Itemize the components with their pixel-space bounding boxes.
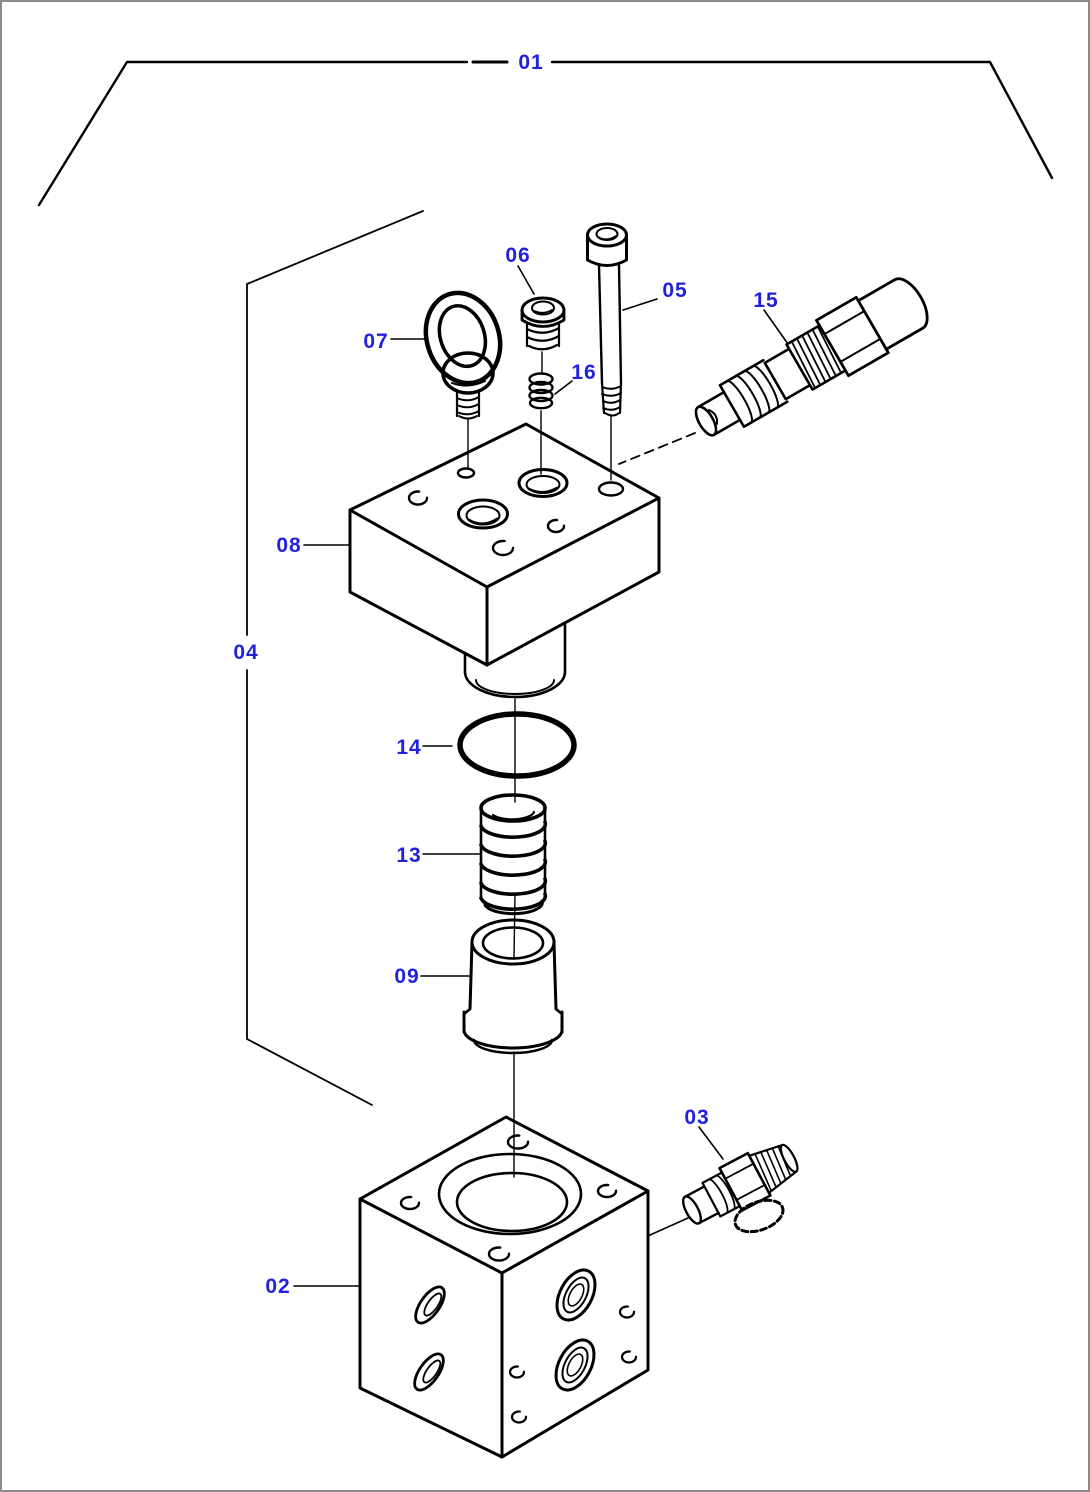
part-13-spring	[479, 793, 548, 960]
leader-lines	[293, 265, 789, 1287]
leader-16	[554, 380, 573, 395]
callout-05[interactable]: 05	[662, 279, 687, 302]
lock-washer	[733, 1198, 785, 1234]
callout-09[interactable]: 09	[394, 965, 419, 988]
callout-07[interactable]: 07	[363, 330, 388, 353]
part-02-valve-block	[358, 1115, 650, 1459]
assembly-axis-dashed-15	[618, 432, 696, 465]
callout-01[interactable]: 01	[518, 51, 543, 74]
sub-assembly-bracket-04	[246, 210, 424, 1106]
leader-05	[622, 298, 658, 311]
callout-16[interactable]: 16	[571, 361, 596, 384]
leader-03	[698, 1126, 724, 1160]
centerline-13	[513, 892, 516, 960]
part-07-eye-bolt	[423, 290, 503, 469]
leader-06	[517, 265, 535, 295]
callout-06[interactable]: 06	[505, 244, 530, 267]
part-05-bolt	[586, 222, 628, 481]
threaded-port-2	[457, 498, 509, 530]
leader-15	[763, 309, 789, 345]
part-14-o-ring	[457, 698, 577, 803]
callout-02[interactable]: 02	[265, 1275, 290, 1298]
callout-04[interactable]: 04	[233, 641, 258, 664]
leader-03-block	[649, 1217, 689, 1236]
part-09-sleeve	[462, 918, 564, 1178]
part-16-spring	[528, 372, 554, 475]
part-06-plug	[520, 296, 566, 374]
callout-08[interactable]: 08	[276, 534, 301, 557]
callout-15[interactable]: 15	[753, 289, 778, 312]
part-15-cartridge-valve	[694, 277, 929, 437]
hole-eye-bolt	[456, 467, 476, 479]
part-03-fitting	[681, 1143, 799, 1234]
callout-14[interactable]: 14	[396, 736, 421, 759]
main-bore	[437, 1152, 583, 1236]
group-bracket-01	[37, 60, 1054, 207]
part-08-cover-block	[348, 422, 661, 699]
threaded-port-plug	[517, 468, 569, 498]
callout-13[interactable]: 13	[396, 844, 421, 867]
hole-bolt	[597, 481, 625, 497]
callout-03[interactable]: 03	[684, 1106, 709, 1129]
